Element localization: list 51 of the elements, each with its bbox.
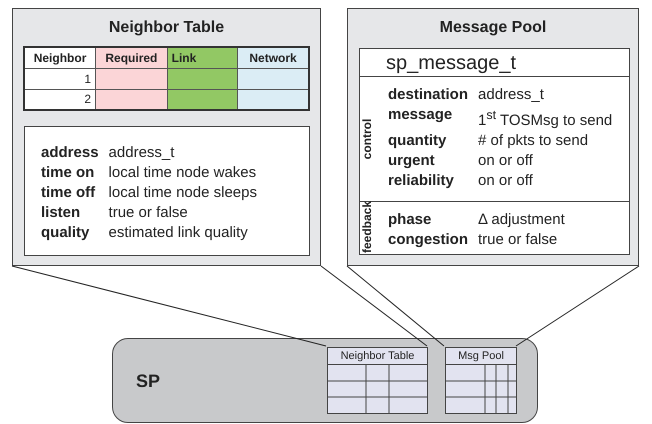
mini-table — [327, 347, 428, 414]
field-description: estimated link quality — [108, 223, 249, 243]
field-list-box — [24, 126, 310, 256]
zoom-line — [346, 266, 444, 346]
zoom-line — [516, 266, 640, 346]
field-description: on or off — [478, 151, 534, 171]
field-description: local time node sleeps — [108, 183, 257, 203]
field-name: reliability — [388, 171, 455, 191]
table-cell: Required — [96, 47, 168, 68]
field-description: # of pkts to send — [478, 131, 590, 151]
zoom-line — [320, 266, 428, 346]
field-name: urgent — [388, 151, 436, 171]
table-cell: Link — [167, 47, 238, 68]
mini-table — [445, 347, 517, 414]
struct-name-box — [359, 48, 630, 77]
callout-panel — [347, 8, 639, 266]
field-name: time off — [41, 183, 96, 203]
field-name: address — [41, 143, 99, 163]
module-name: SP — [136, 371, 160, 392]
table-cell: 2 — [24, 89, 96, 110]
callout-panel — [12, 8, 321, 266]
field-section — [359, 201, 630, 255]
table-cell: Network — [238, 47, 309, 68]
field-name: phase — [388, 210, 432, 230]
panel-title: Message Pool — [438, 19, 548, 37]
mini-table-title: Neighbor Table — [340, 349, 416, 363]
field-description: local time node wakes — [108, 163, 257, 183]
section-label: control — [360, 118, 374, 162]
struct-name: sp_message_t — [386, 52, 516, 75]
section-label: feedback — [360, 203, 374, 253]
field-description: true or false — [478, 230, 558, 250]
table-cell: 1 — [24, 68, 96, 89]
field-name: listen — [41, 203, 82, 223]
mini-table-title: Msg Pool — [457, 349, 505, 363]
zoom-line — [12, 266, 326, 346]
field-name: quantity — [388, 131, 448, 151]
field-description: true or false — [108, 203, 189, 223]
field-name: quality — [41, 223, 90, 243]
table-cell: Neighbor — [24, 47, 96, 68]
field-description: on or off — [478, 171, 534, 191]
field-description: address_t — [108, 143, 176, 163]
field-description: Δ adjustment — [478, 210, 565, 230]
field-name: destination — [388, 85, 468, 105]
field-name: time on — [41, 163, 96, 183]
field-name: congestion — [388, 230, 468, 250]
module-box — [112, 338, 538, 423]
field-section — [359, 76, 630, 202]
panel-title: Neighbor Table — [108, 19, 226, 37]
field-description: address_t — [478, 85, 545, 105]
field-name: message — [388, 105, 454, 125]
field-description: 1$^{st}$ TOSMsg to send — [478, 107, 612, 131]
